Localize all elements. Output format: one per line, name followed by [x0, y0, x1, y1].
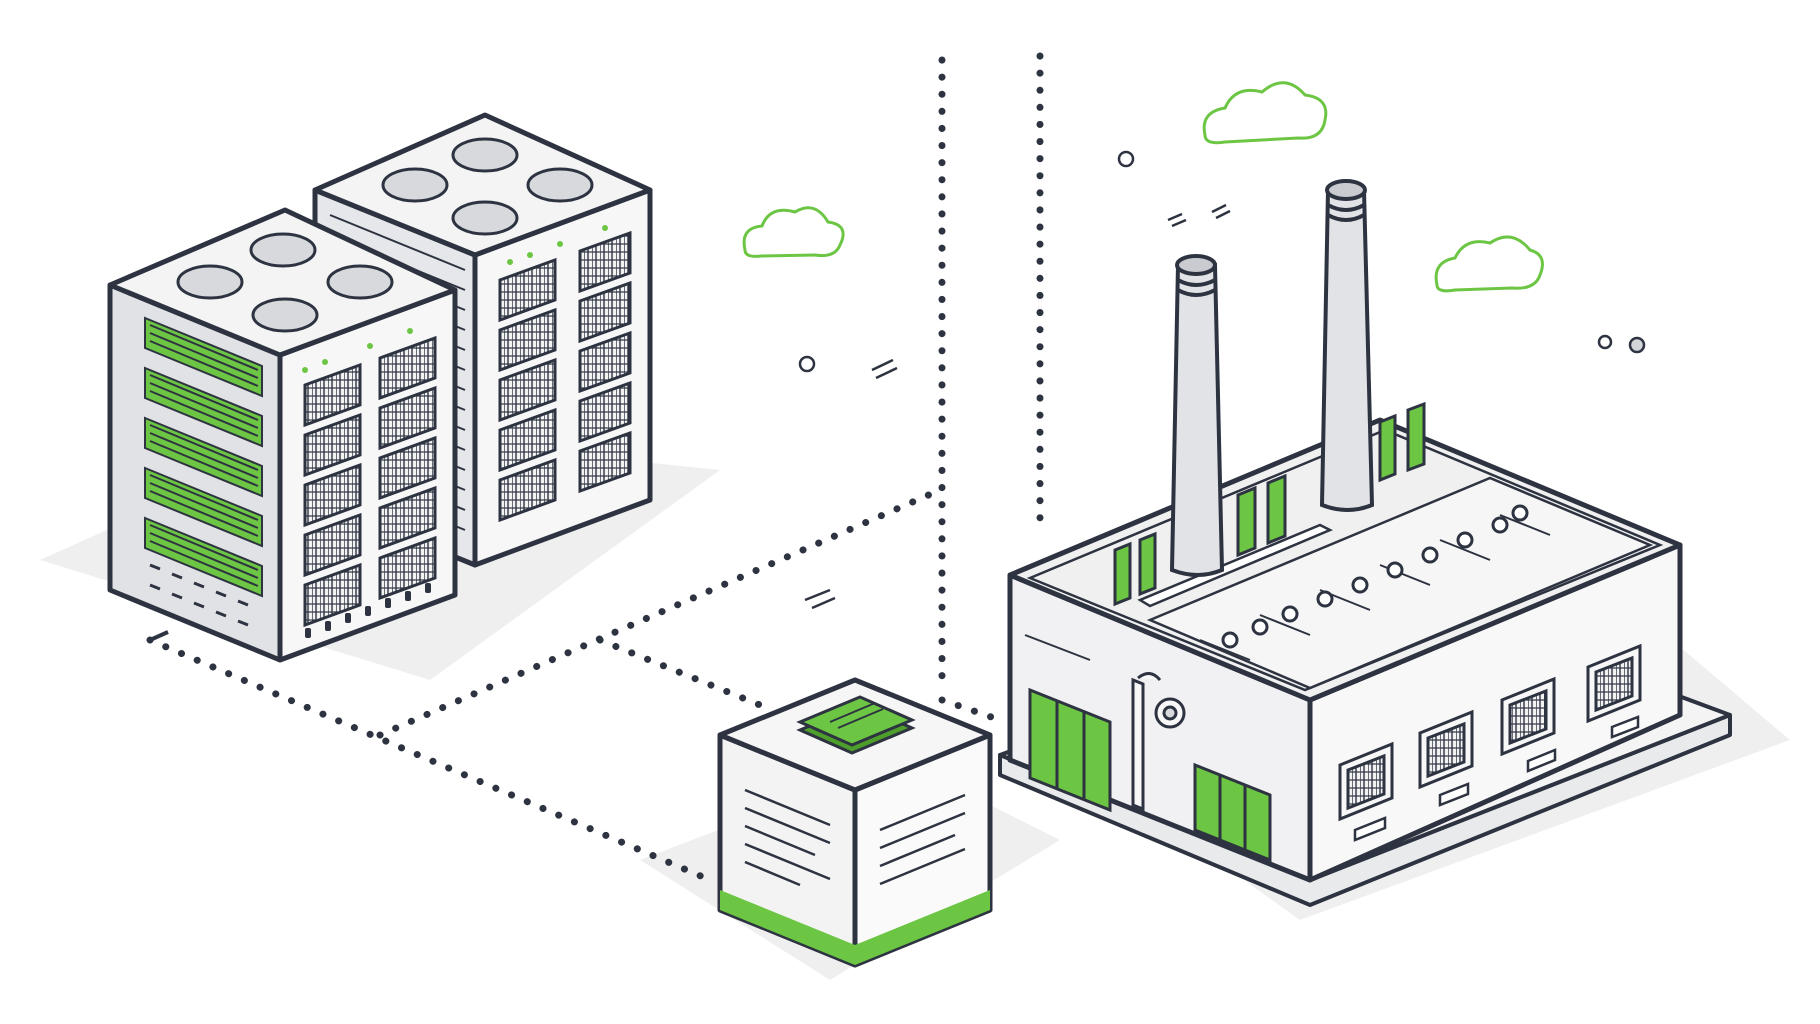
rack-back-status-leds — [507, 225, 608, 265]
factory-pipe — [1131, 672, 1186, 812]
roof-vents — [1221, 504, 1529, 649]
dotted-line-rack-to-edge — [146, 636, 714, 884]
dotted-line-rack-to-factory — [376, 486, 944, 739]
factory — [998, 179, 1732, 907]
dotted-line-mid-to-edge — [596, 636, 764, 709]
rack-front-left-vent-dashes — [149, 563, 249, 627]
rack-front-status-leds — [302, 328, 413, 373]
connection-lines — [146, 52, 1044, 884]
rack-front-grilles — [303, 335, 437, 628]
edge-chip — [796, 695, 916, 755]
roof-panel-lines — [1199, 514, 1551, 661]
rack-front-left-stripes — [149, 324, 259, 587]
server-rack-front — [107, 207, 458, 663]
rack-front-bottom-ports — [305, 583, 431, 638]
factory-left-doors — [1028, 687, 1272, 863]
smokestack-right — [1319, 179, 1375, 512]
cloud-right — [1434, 235, 1544, 293]
rack-back-top-vents — [381, 137, 594, 236]
edge-device — [717, 677, 993, 968]
rack-back-grilles — [498, 230, 632, 523]
cloud-top — [1202, 81, 1328, 145]
cloud-small-left — [742, 206, 845, 258]
rack-front-top-vents — [176, 232, 394, 333]
factory-wall-plates — [1353, 715, 1640, 842]
edge-text-lines — [744, 788, 966, 887]
smokestack-left — [1169, 254, 1225, 577]
clouds — [742, 81, 1544, 293]
factory-windows — [1338, 643, 1642, 822]
dotted-line-edge-to-factory — [938, 696, 1004, 724]
roof-green-units — [1113, 401, 1426, 607]
decorations — [798, 150, 1646, 610]
